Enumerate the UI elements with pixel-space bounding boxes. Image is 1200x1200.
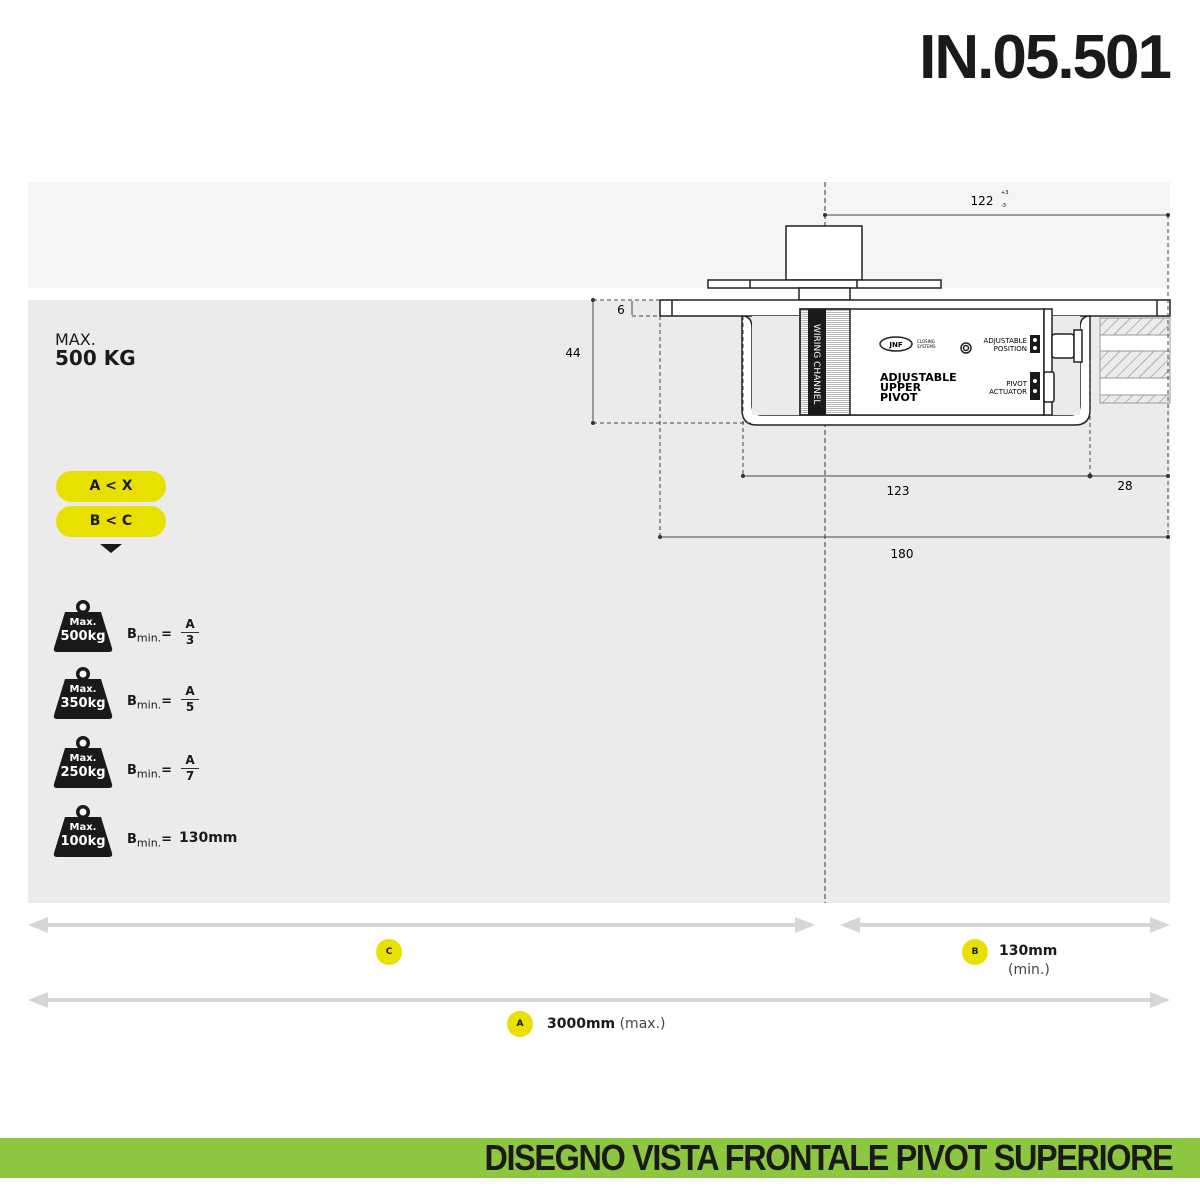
dim-44: 44 (565, 346, 580, 360)
dimension-lines (592, 214, 1169, 538)
svg-text:PIVOT: PIVOT (880, 391, 918, 404)
triangle-down-icon (100, 544, 122, 553)
dim-28: 28 (1117, 479, 1132, 493)
dim-180: 180 (891, 547, 914, 561)
footer-title: DISEGNO VISTA FRONTALE PIVOT SUPERIORE (484, 1137, 1173, 1178)
svg-text:POSITION: POSITION (994, 345, 1027, 353)
max-label: MAX. (55, 330, 96, 349)
weight-icon-500: Max.500kg (53, 598, 113, 654)
dim-123: 123 (887, 484, 910, 498)
measure-a: 3000mm (max.) (547, 1016, 666, 1032)
pivot-pin (707, 225, 942, 301)
measure-b-value: 130mm (999, 943, 1058, 959)
dim-122: 122 (971, 194, 994, 208)
measure-b-note: (min.) (1008, 962, 1050, 978)
max-load-label: MAX. 500 KG (55, 330, 136, 368)
ceiling-band (28, 182, 1170, 288)
brand-logo: JNF (888, 341, 902, 349)
weight-max: Max. (69, 617, 97, 628)
wiring-channel-label: WIRING CHANNEL (811, 324, 821, 404)
condition-a-x: A < X (56, 471, 166, 502)
svg-text:ACTUATOR: ACTUATOR (989, 388, 1027, 396)
max-value: 500 KG (55, 346, 136, 370)
measure-arrows (28, 917, 1170, 1008)
svg-text:+3: +3 (1001, 190, 1008, 196)
svg-text:SYSTEMS: SYSTEMS (917, 344, 936, 349)
drawing-code: IN.05.501 (919, 23, 1172, 92)
weight-icon-250: Max.250kg (53, 734, 113, 790)
svg-text:PIVOT: PIVOT (1006, 380, 1027, 388)
weight-kg: 500kg (60, 629, 106, 644)
connector-icons (1030, 335, 1040, 400)
formula-100: Bmin.= 130mm (127, 830, 238, 850)
mounting-box (659, 299, 1171, 426)
weight-icon-350: Max.350kg (53, 665, 113, 721)
measure-c-badge: C (376, 939, 402, 965)
svg-text:UPPER: UPPER (880, 381, 922, 394)
measure-a-badge: A (507, 1011, 533, 1037)
svg-text:ADJUSTABLE: ADJUSTABLE (984, 337, 1027, 345)
dim-6: 6 (617, 303, 625, 317)
frame-section (1099, 317, 1171, 404)
footer-band: DISEGNO VISTA FRONTALE PIVOT SUPERIORE (0, 1138, 1200, 1178)
measure-b-badge: B (962, 939, 988, 965)
device-name-1: ADJUSTABLE (880, 371, 957, 384)
weight-icon-100: Max.100kg (53, 803, 113, 859)
svg-text:-3: -3 (1001, 203, 1006, 209)
condition-b-c: B < C (56, 506, 166, 537)
svg-text:CLOSING: CLOSING (917, 339, 935, 344)
